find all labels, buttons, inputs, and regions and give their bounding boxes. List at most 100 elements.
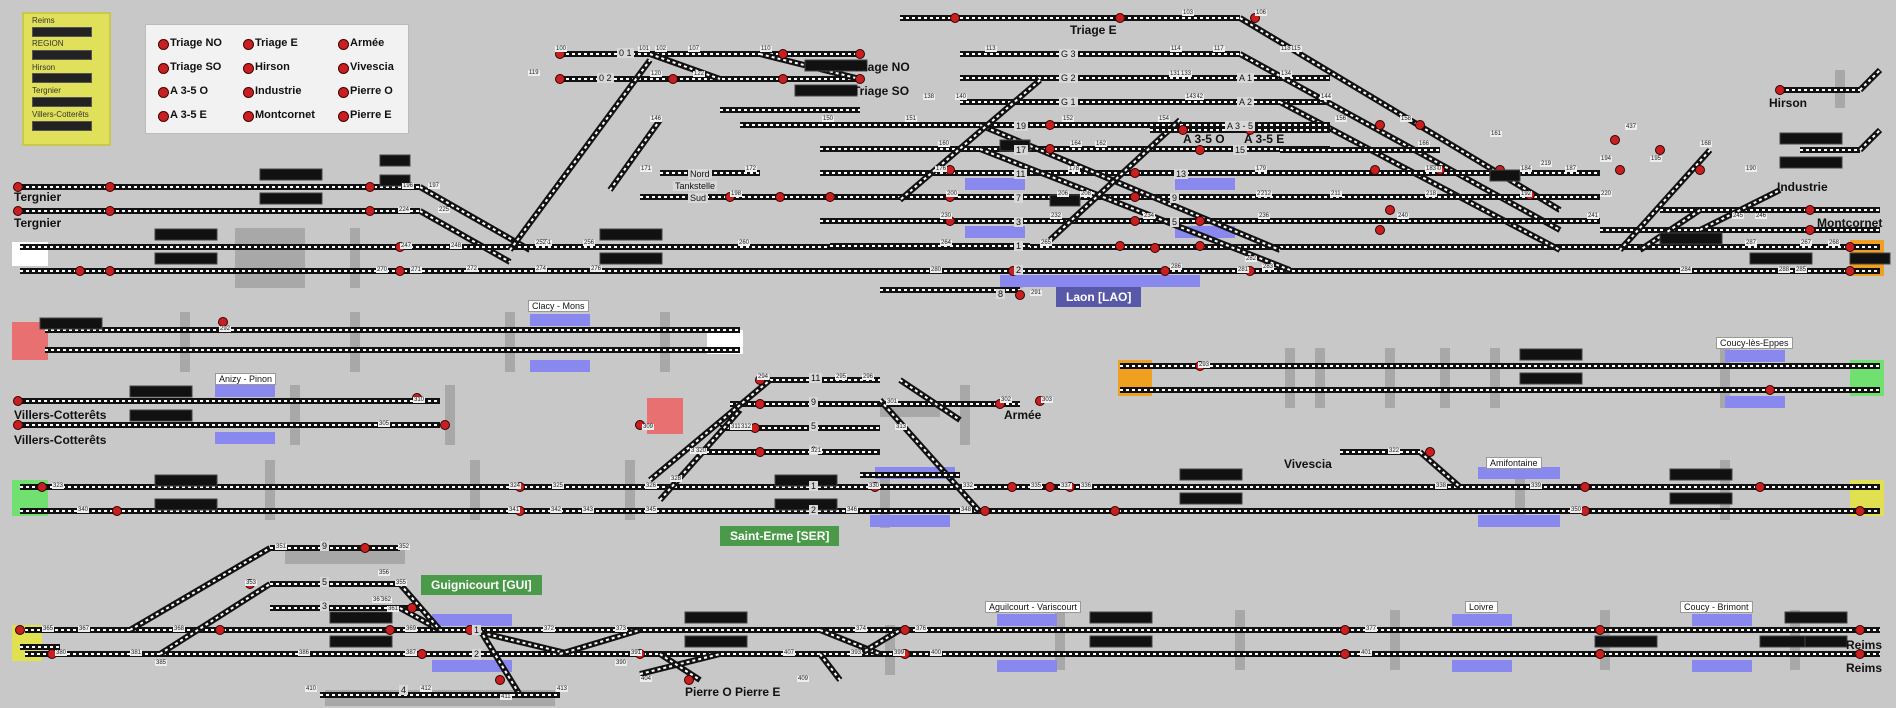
signal-icon[interactable]	[105, 266, 115, 276]
signal-icon[interactable]	[105, 182, 115, 192]
signal-icon[interactable]	[1045, 144, 1055, 154]
signal-icon[interactable]	[407, 603, 417, 613]
track-segment[interactable]	[507, 58, 653, 252]
track-segment[interactable]	[1047, 117, 1183, 243]
signal-name-box[interactable]	[804, 59, 868, 72]
selector-item-region[interactable]: REGION	[32, 39, 64, 48]
signal-icon[interactable]	[1150, 243, 1160, 253]
signal-icon[interactable]	[417, 649, 427, 659]
signal-name-box[interactable]	[599, 228, 663, 241]
signal-icon[interactable]	[1195, 216, 1205, 226]
signal-icon[interactable]	[1775, 85, 1785, 95]
signal-icon[interactable]	[13, 182, 23, 192]
selector-item-reims[interactable]: Reims	[32, 16, 55, 25]
signal-icon[interactable]	[684, 675, 694, 685]
signal-name-box[interactable]	[1179, 468, 1243, 481]
signal-name-box[interactable]	[599, 252, 663, 265]
signal-icon[interactable]	[1385, 205, 1395, 215]
signal-name-box[interactable]	[259, 168, 323, 181]
signal-name-box[interactable]	[774, 498, 838, 511]
signal-name-box[interactable]	[1759, 635, 1806, 648]
selector-bar[interactable]	[32, 50, 92, 60]
signal-icon[interactable]	[1845, 242, 1855, 252]
signal-icon[interactable]	[755, 399, 765, 409]
signal-icon[interactable]	[1615, 165, 1625, 175]
signal-icon[interactable]	[1115, 241, 1125, 251]
signal-icon[interactable]	[1855, 506, 1865, 516]
signal-icon[interactable]	[1115, 13, 1125, 23]
signal-icon[interactable]	[950, 13, 960, 23]
signal-icon[interactable]	[1855, 649, 1865, 659]
signal-icon[interactable]	[1130, 192, 1140, 202]
selector-bar[interactable]	[32, 121, 92, 131]
signal-name-box[interactable]	[1749, 252, 1813, 265]
signal-icon[interactable]	[495, 675, 505, 685]
signal-icon[interactable]	[1340, 649, 1350, 659]
signal-icon[interactable]	[440, 420, 450, 430]
signal-name-box[interactable]	[379, 174, 411, 187]
station-label-guignicourt[interactable]: Guignicourt [GUI]	[421, 575, 542, 595]
track-segment[interactable]	[418, 208, 512, 265]
signal-icon[interactable]	[1160, 266, 1170, 276]
legend-item[interactable]: Pierre O	[350, 85, 393, 97]
signal-icon[interactable]	[395, 266, 405, 276]
signal-name-box[interactable]	[1779, 156, 1843, 169]
signal-name-box[interactable]	[329, 635, 393, 648]
signal-icon[interactable]	[75, 266, 85, 276]
signal-icon[interactable]	[360, 543, 370, 553]
signal-name-box[interactable]	[1779, 132, 1843, 145]
signal-name-box[interactable]	[1669, 492, 1733, 505]
signal-name-box[interactable]	[1659, 232, 1723, 245]
signal-icon[interactable]	[1595, 649, 1605, 659]
signal-icon[interactable]	[1695, 165, 1705, 175]
signal-name-box[interactable]	[1849, 252, 1891, 265]
signal-icon[interactable]	[1045, 120, 1055, 130]
signal-name-box[interactable]	[1489, 169, 1521, 182]
legend-item[interactable]: A 3-5 O	[170, 85, 209, 97]
signal-name-box[interactable]	[684, 611, 748, 624]
signal-icon[interactable]	[13, 206, 23, 216]
signal-icon[interactable]	[1110, 506, 1120, 516]
selector-item-hirson[interactable]: Hirson	[32, 63, 56, 72]
signal-icon[interactable]	[1130, 168, 1140, 178]
signal-icon[interactable]	[1007, 482, 1017, 492]
signal-icon[interactable]	[1045, 482, 1055, 492]
selector-bar[interactable]	[32, 27, 92, 37]
signal-name-box[interactable]	[154, 498, 218, 511]
legend-item[interactable]: Vivescia	[350, 61, 394, 73]
signal-icon[interactable]	[1015, 290, 1025, 300]
signal-name-box[interactable]	[774, 474, 838, 487]
legend-item[interactable]: Pierre E	[350, 109, 392, 121]
signal-name-box[interactable]	[1784, 611, 1848, 624]
legend-item[interactable]: A 3-5 E	[170, 109, 207, 121]
signal-icon[interactable]	[668, 74, 678, 84]
signal-name-box[interactable]	[129, 385, 193, 398]
region-selector[interactable]: Reims REGION Hirson Tergnier Villers-Cot…	[22, 12, 111, 146]
signal-icon[interactable]	[1375, 120, 1385, 130]
signal-icon[interactable]	[1580, 482, 1590, 492]
signal-icon[interactable]	[980, 506, 990, 516]
signal-name-box[interactable]	[1179, 492, 1243, 505]
signal-icon[interactable]	[1855, 625, 1865, 635]
signal-icon[interactable]	[778, 49, 788, 59]
signal-name-box[interactable]	[39, 317, 103, 330]
signal-icon[interactable]	[755, 447, 765, 457]
signal-name-box[interactable]	[129, 409, 193, 422]
signal-icon[interactable]	[1655, 145, 1665, 155]
signal-icon[interactable]	[1195, 145, 1205, 155]
selector-item-villers[interactable]: Villers-Cotterêts	[32, 110, 89, 119]
signal-icon[interactable]	[1595, 625, 1605, 635]
signal-icon[interactable]	[365, 206, 375, 216]
signal-icon[interactable]	[1415, 120, 1425, 130]
signal-name-box[interactable]	[259, 192, 323, 205]
signal-icon[interactable]	[1845, 266, 1855, 276]
legend-item[interactable]: Industrie	[255, 85, 302, 97]
legend-item[interactable]: Triage E	[255, 37, 298, 49]
track-segment[interactable]	[817, 652, 843, 682]
signal-icon[interactable]	[1370, 165, 1380, 175]
signal-icon[interactable]	[1178, 125, 1188, 135]
signal-icon[interactable]	[1755, 482, 1765, 492]
legend-item[interactable]: Triage NO	[170, 37, 222, 49]
legend-item[interactable]: Hirson	[255, 61, 290, 73]
signal-icon[interactable]	[112, 506, 122, 516]
